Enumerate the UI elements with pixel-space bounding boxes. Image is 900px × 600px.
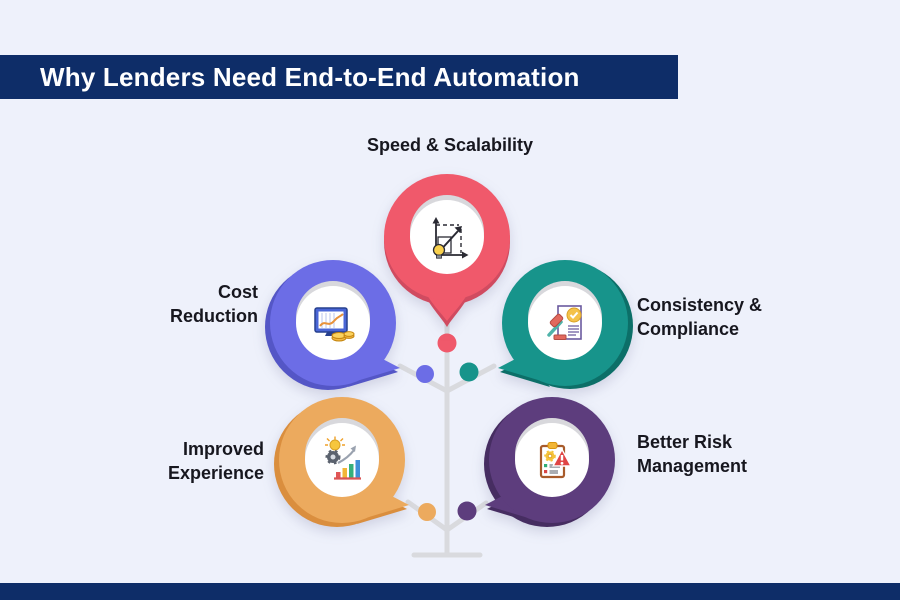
bubble-consistency-compliance [498, 260, 633, 389]
monitor-coins-icon [314, 307, 355, 342]
branch-upper-right [444, 363, 497, 394]
bubble-improved-experience [274, 397, 409, 527]
stem-dot-risk [457, 501, 477, 521]
growth-chart-icon [432, 217, 469, 259]
label-consistency-compliance: Consistency & Compliance [637, 295, 763, 339]
bulb-gear-chart-icon [325, 436, 361, 480]
label-improved-experience: Improved Experience [167, 439, 264, 483]
label-speed-scalability: Speed & Scalability [366, 135, 534, 155]
page-title: Why Lenders Need End-to-End Automation [40, 61, 580, 92]
stem-dot-speed [437, 333, 457, 353]
label-cost-reduction: Cost Reduction [170, 282, 258, 326]
stem-dot-cost [416, 365, 434, 383]
bubble-better-risk-management [484, 397, 615, 527]
bubble-cost-reduction [265, 260, 400, 390]
label-better-risk-management: Better Risk Management [637, 432, 748, 476]
clipboard-warning-icon [539, 442, 573, 479]
stem-dot-improved [418, 503, 436, 521]
stem-dot-consistency [459, 362, 479, 382]
bottom-accent-strip [0, 583, 900, 600]
document-gavel-icon [547, 305, 582, 340]
title-bar: Why Lenders Need End-to-End Automation [0, 55, 678, 99]
bubble-speed-scalability [384, 174, 510, 327]
